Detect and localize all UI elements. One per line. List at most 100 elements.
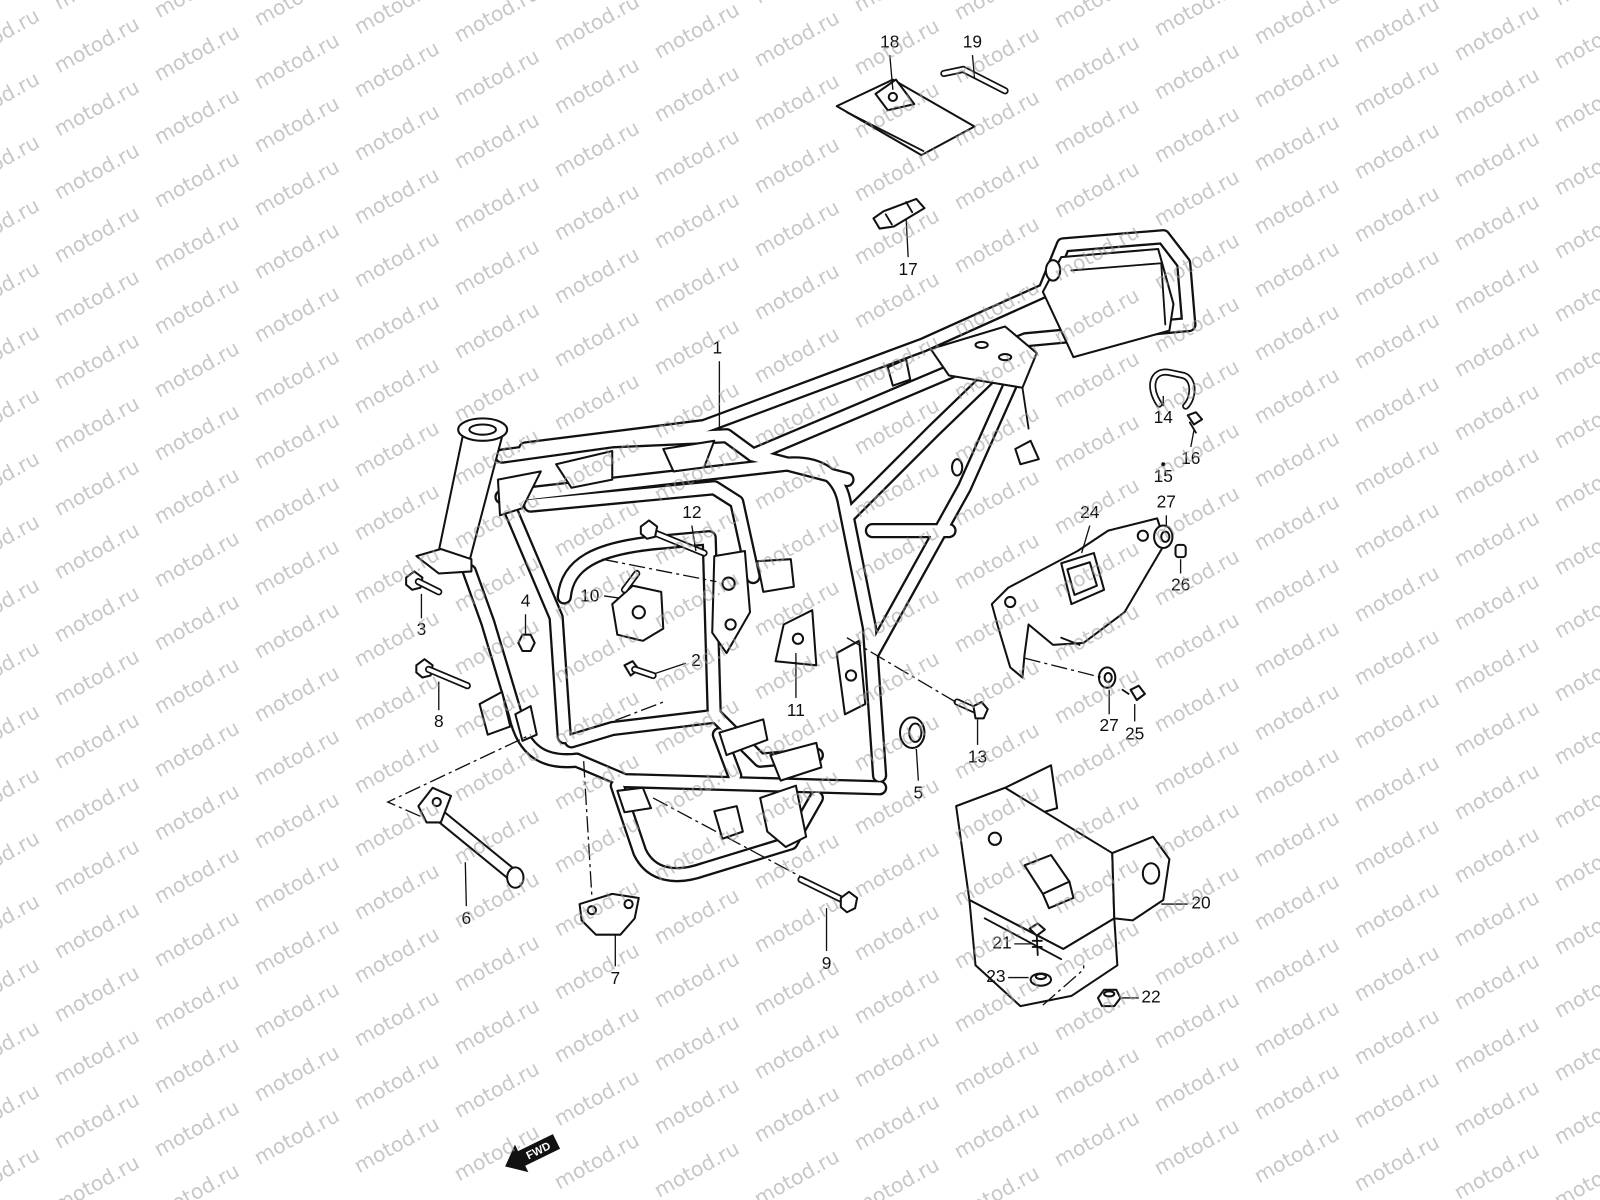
watermark-text: motod.ru	[1450, 0, 1543, 2]
watermark-text: motod.ru	[1050, 0, 1143, 33]
watermark-text: motod.ru	[750, 258, 843, 324]
part-17-clip	[872, 197, 926, 230]
callout-22: 22	[1141, 987, 1160, 1007]
callout-23: 23	[986, 966, 1005, 986]
watermark-text: motod.ru	[1050, 30, 1143, 96]
watermark-text: motod.ru	[1550, 767, 1600, 833]
part-23-washer	[1029, 972, 1053, 987]
watermark-text: motod.ru	[450, 0, 543, 47]
watermark-text: motod.ru	[1550, 387, 1600, 453]
watermark-text: motod.ru	[850, 1152, 943, 1200]
watermark-text: motod.ru	[1550, 640, 1600, 706]
watermark-text: motod.ru	[1350, 181, 1443, 247]
watermark-text: motod.ru	[1450, 948, 1543, 1014]
part-3-bolt	[405, 570, 443, 596]
watermark-text: motod.ru	[1250, 109, 1343, 175]
watermark-text: motod.ru	[1250, 236, 1343, 302]
watermark-text: motod.ru	[850, 836, 943, 902]
watermark-text: motod.ru	[1550, 134, 1600, 200]
watermark-text: motod.ru	[50, 265, 143, 331]
forward-arrow-icon: FWD	[505, 1134, 561, 1173]
watermark-text: motod.ru	[750, 195, 843, 261]
watermark-text: motod.ru	[350, 669, 443, 735]
callout-17: 17	[899, 259, 918, 279]
watermark-text: motod.ru	[1550, 514, 1600, 580]
watermark-text: motod.ru	[1250, 1122, 1343, 1188]
watermark-text: motod.ru	[350, 479, 443, 545]
watermark-text: motod.ru	[250, 1103, 343, 1169]
watermark-text: motod.ru	[0, 3, 43, 69]
part-24-bracket	[990, 517, 1167, 679]
callout-1: 1	[713, 338, 723, 358]
watermark-text: motod.ru	[850, 1089, 943, 1155]
watermark-text: motod.ru	[250, 281, 343, 347]
watermark-text: motod.ru	[50, 138, 143, 204]
watermark-text: motod.ru	[850, 899, 943, 965]
watermark-text: motod.ru	[250, 471, 343, 537]
watermark-text: motod.ru	[1550, 0, 1600, 10]
callout-5: 5	[914, 782, 924, 802]
watermark-text: motod.ru	[1350, 307, 1443, 373]
callout-19: 19	[963, 31, 982, 51]
watermark-text: motod.ru	[150, 146, 243, 212]
watermark-text: motod.ru	[450, 234, 543, 300]
watermark-text: motod.ru	[1350, 687, 1443, 753]
callout-10: 10	[580, 586, 599, 606]
watermark-text: motod.ru	[1050, 156, 1143, 222]
part-10-bracket	[611, 569, 665, 642]
watermark-text: motod.ru	[350, 1048, 443, 1114]
watermark-text: motod.ru	[750, 5, 843, 71]
part-7-bracket	[578, 892, 640, 936]
watermark-text: motod.ru	[750, 0, 843, 8]
watermark-text: motod.ru	[150, 0, 243, 23]
watermark-text: motod.ru	[0, 1016, 43, 1082]
watermark-text: motod.ru	[850, 709, 943, 775]
watermark-text: motod.ru	[0, 699, 43, 765]
watermark-text: motod.ru	[950, 148, 1043, 214]
watermark-text: motod.ru	[250, 914, 343, 980]
watermark-text: motod.ru	[150, 1158, 243, 1200]
watermark-text: motod.ru	[1350, 54, 1443, 120]
part-18-cover	[835, 78, 976, 157]
watermark-text: motod.ru	[0, 952, 43, 1018]
watermark-text: motod.ru	[650, 124, 743, 190]
watermark-text: motod.ru	[350, 732, 443, 798]
watermark-text: motod.ru	[0, 0, 43, 6]
watermark-text: motod.ru	[0, 446, 43, 512]
watermark-text: motod.ru	[950, 1034, 1043, 1100]
callout-24: 24	[1080, 502, 1100, 522]
watermark-text: motod.ru	[550, 369, 643, 435]
watermark-text: motod.ru	[1350, 371, 1443, 437]
watermark-text: motod.ru	[50, 328, 143, 394]
part-16-bolt	[1186, 411, 1204, 434]
watermark-text: motod.ru	[0, 67, 43, 133]
watermark-text: motod.ru	[1250, 995, 1343, 1061]
watermark-text: motod.ru	[550, 1128, 643, 1194]
watermark-text: motod.ru	[1450, 1011, 1543, 1077]
watermark-text: motod.ru	[1550, 956, 1600, 1022]
watermark-text: motod.ru	[1450, 505, 1543, 571]
watermark-text: motod.ru	[1550, 71, 1600, 137]
watermark-text: motod.ru	[50, 75, 143, 141]
part-5-cap	[898, 716, 926, 749]
watermark-text: motod.ru	[650, 0, 743, 64]
watermark-text: motod.ru	[50, 834, 143, 900]
part-20-battery-box	[955, 764, 1171, 1008]
watermark-text: motod.ru	[550, 1001, 643, 1067]
part-12-bolt	[639, 519, 708, 557]
watermark-text: motod.ru	[250, 787, 343, 853]
watermark-text: motod.ru	[1550, 1020, 1600, 1086]
watermark-text: motod.ru	[350, 226, 443, 292]
watermark-text: motod.ru	[350, 99, 443, 165]
watermark-text: motod.ru	[1550, 1083, 1600, 1149]
callout-6: 6	[462, 908, 472, 928]
watermark-text: motod.ru	[450, 107, 543, 173]
callout-3: 3	[417, 619, 427, 639]
watermark-text: motod.ru	[650, 883, 743, 949]
watermark-text: motod.ru	[250, 218, 343, 284]
leader-lines	[420, 55, 1195, 999]
watermark-text: motod.ru	[1150, 101, 1243, 167]
watermark-text: motod.ru	[850, 267, 943, 333]
